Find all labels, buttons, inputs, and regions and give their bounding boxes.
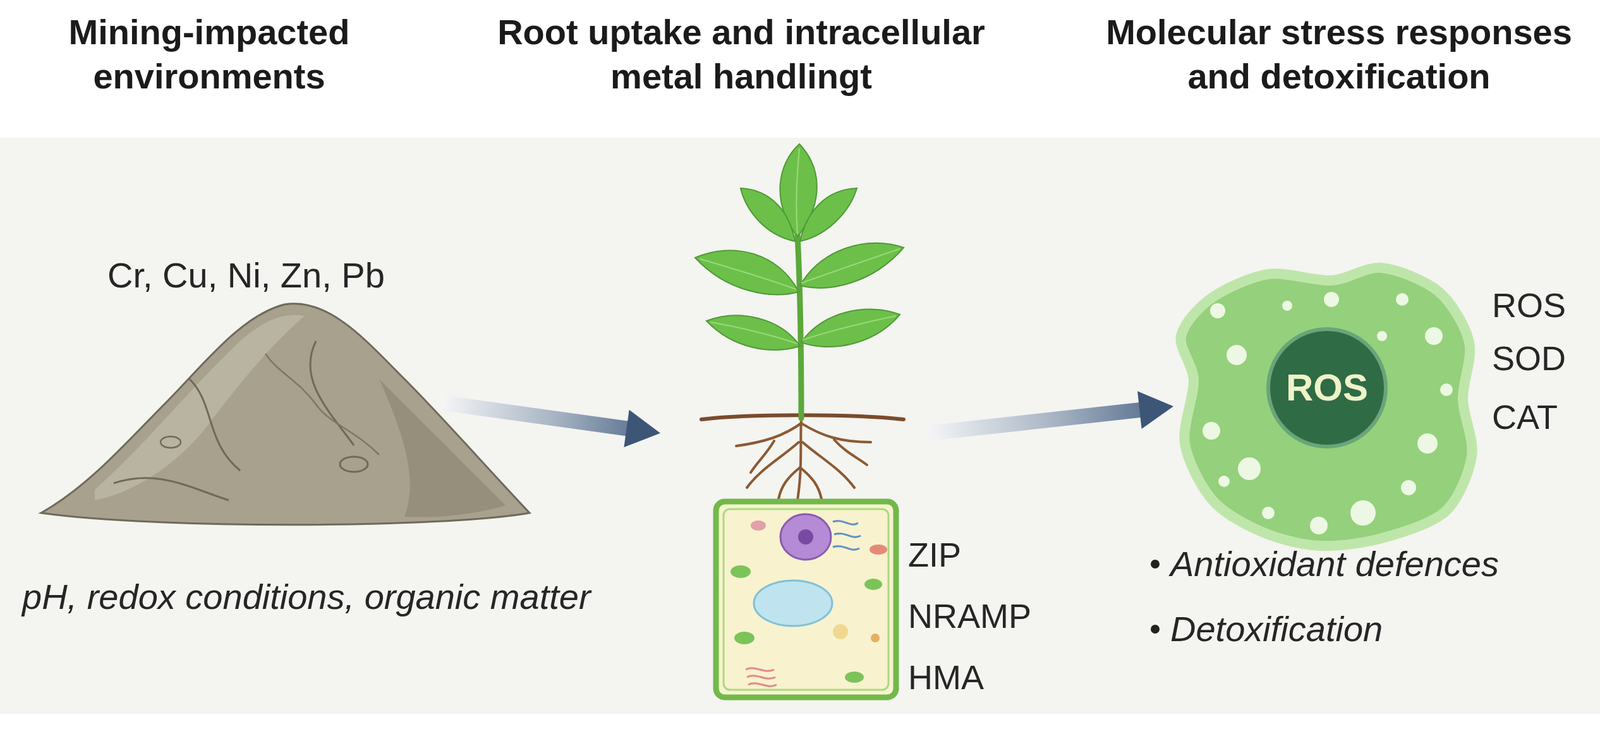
chloroplast bbox=[730, 565, 751, 579]
vesicle bbox=[1424, 327, 1443, 346]
cell-body bbox=[1180, 267, 1472, 546]
root bbox=[801, 423, 871, 443]
leaf-vein bbox=[802, 315, 897, 340]
vesicle bbox=[1202, 422, 1221, 440]
soil-pebble bbox=[339, 456, 368, 473]
endoplasmic-reticulum bbox=[832, 521, 861, 551]
flow-arrow bbox=[442, 403, 661, 448]
column-heading: Molecular stress responses and detoxific… bbox=[1092, 10, 1586, 99]
soil-crack bbox=[189, 379, 241, 471]
leaf-vein bbox=[700, 259, 797, 290]
flow-arrow bbox=[928, 391, 1174, 434]
vesicle bbox=[1323, 291, 1340, 308]
root bbox=[800, 467, 822, 500]
root bbox=[750, 441, 775, 473]
stress-marker-label: ROS bbox=[1491, 284, 1566, 327]
leaf bbox=[801, 309, 900, 347]
plant-stem bbox=[797, 235, 802, 419]
golgi bbox=[745, 668, 777, 687]
transporter-label: ZIP bbox=[908, 534, 962, 576]
column-heading: Mining-impacted environments bbox=[44, 10, 374, 99]
leaf bbox=[740, 188, 795, 242]
chloroplast bbox=[734, 631, 755, 645]
vesicle bbox=[1261, 506, 1275, 520]
plant-illustration bbox=[695, 144, 904, 501]
background-band bbox=[0, 137, 1600, 715]
mitochondrion bbox=[869, 544, 888, 555]
root bbox=[778, 467, 800, 500]
vesicle bbox=[1309, 516, 1328, 535]
organelle bbox=[870, 633, 880, 643]
nucleolus bbox=[798, 529, 814, 545]
vesicle bbox=[1417, 433, 1438, 454]
vesicle bbox=[1237, 457, 1261, 481]
root bbox=[802, 442, 855, 488]
bullet-item: Detoxification bbox=[1170, 607, 1383, 651]
ros-core-label: ROS bbox=[1265, 326, 1389, 450]
nucleus bbox=[780, 514, 831, 560]
leaf-veins bbox=[700, 148, 900, 344]
soil-crack bbox=[113, 478, 229, 501]
organelle bbox=[750, 520, 766, 531]
column-heading: Root uptake and intracellular metal hand… bbox=[482, 10, 1001, 99]
soil-pile-body bbox=[41, 303, 530, 526]
plant-roots bbox=[736, 418, 871, 501]
vesicle bbox=[1376, 331, 1388, 342]
stress-marker-label: SOD bbox=[1491, 338, 1566, 380]
arrow-head bbox=[623, 410, 661, 448]
organelle bbox=[832, 624, 849, 640]
chloroplast bbox=[844, 671, 864, 684]
soil-pile bbox=[41, 303, 530, 526]
plant-cell bbox=[715, 501, 897, 698]
stress-cell-node: ROSSODCATROS bbox=[1173, 260, 1480, 557]
vesicle bbox=[1218, 475, 1230, 488]
ros-circle: ROS bbox=[1265, 326, 1389, 450]
root bbox=[797, 418, 802, 501]
root bbox=[834, 439, 867, 466]
leaf-vein bbox=[801, 248, 900, 284]
arrow-shaft bbox=[928, 410, 1142, 434]
soil-pile-highlight bbox=[94, 315, 305, 501]
transporter-label: HMA bbox=[908, 657, 984, 699]
vesicle bbox=[1395, 293, 1409, 306]
vesicle bbox=[1282, 300, 1293, 311]
vesicle bbox=[1210, 303, 1226, 319]
transporter-label: NRAMP bbox=[908, 595, 1032, 637]
leaf bbox=[706, 315, 800, 350]
stress-marker-label: CAT bbox=[1491, 396, 1558, 438]
vacuole bbox=[753, 580, 833, 627]
arrow-shaft bbox=[442, 403, 629, 430]
root bbox=[736, 423, 802, 447]
vesicle bbox=[1350, 500, 1376, 526]
soil-pebble bbox=[160, 436, 181, 449]
leaf bbox=[800, 243, 904, 289]
plant-uptake-node: ZIPNRAMPHMA bbox=[660, 145, 929, 702]
cell-membrane bbox=[723, 509, 889, 691]
leaf-vein bbox=[710, 322, 798, 344]
vesicle bbox=[1400, 480, 1417, 496]
arrow-head bbox=[1137, 391, 1174, 430]
vesicle bbox=[1226, 345, 1247, 366]
plant-leaves bbox=[695, 144, 904, 351]
cell-wall bbox=[715, 501, 897, 698]
vesicle bbox=[1440, 383, 1453, 397]
leaf bbox=[800, 188, 857, 242]
bullet-dot bbox=[1150, 624, 1160, 634]
leaf bbox=[695, 250, 799, 295]
bullet-item: Antioxidant defences bbox=[1170, 542, 1499, 586]
chloroplast bbox=[864, 578, 883, 591]
metal-list: Cr, Cu, Ni, Zn, Pb bbox=[107, 254, 385, 297]
leaf-vein bbox=[796, 148, 800, 234]
soil-pile-shadow bbox=[379, 379, 506, 518]
soil-crack bbox=[265, 353, 380, 455]
soil-source-node: Cr, Cu, Ni, Zn, PbpH, redox conditions, … bbox=[37, 252, 443, 525]
bullet-dot bbox=[1150, 559, 1160, 569]
soil-factors: pH, redox conditions, organic matter bbox=[22, 575, 591, 619]
